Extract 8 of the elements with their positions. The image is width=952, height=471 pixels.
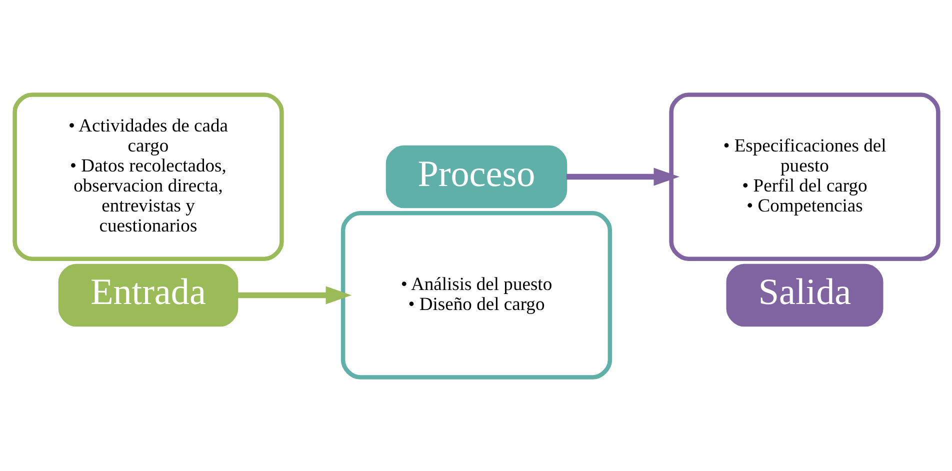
node-box: Salida [726, 263, 883, 326]
node-box: Proceso [385, 144, 567, 208]
node-box: • Actividades de cada cargo • Datos recolectados, observacion directa, entrevistas y cuestionarios [12, 92, 284, 260]
node-box: Entrada [58, 263, 238, 326]
node-box: • Especificaciones del puesto • Perfil del cargo • Competencias [668, 92, 940, 260]
node-box: • Análisis del puesto • Diseño del cargo [340, 210, 612, 379]
arrow [566, 167, 680, 186]
arrow [237, 286, 352, 304]
